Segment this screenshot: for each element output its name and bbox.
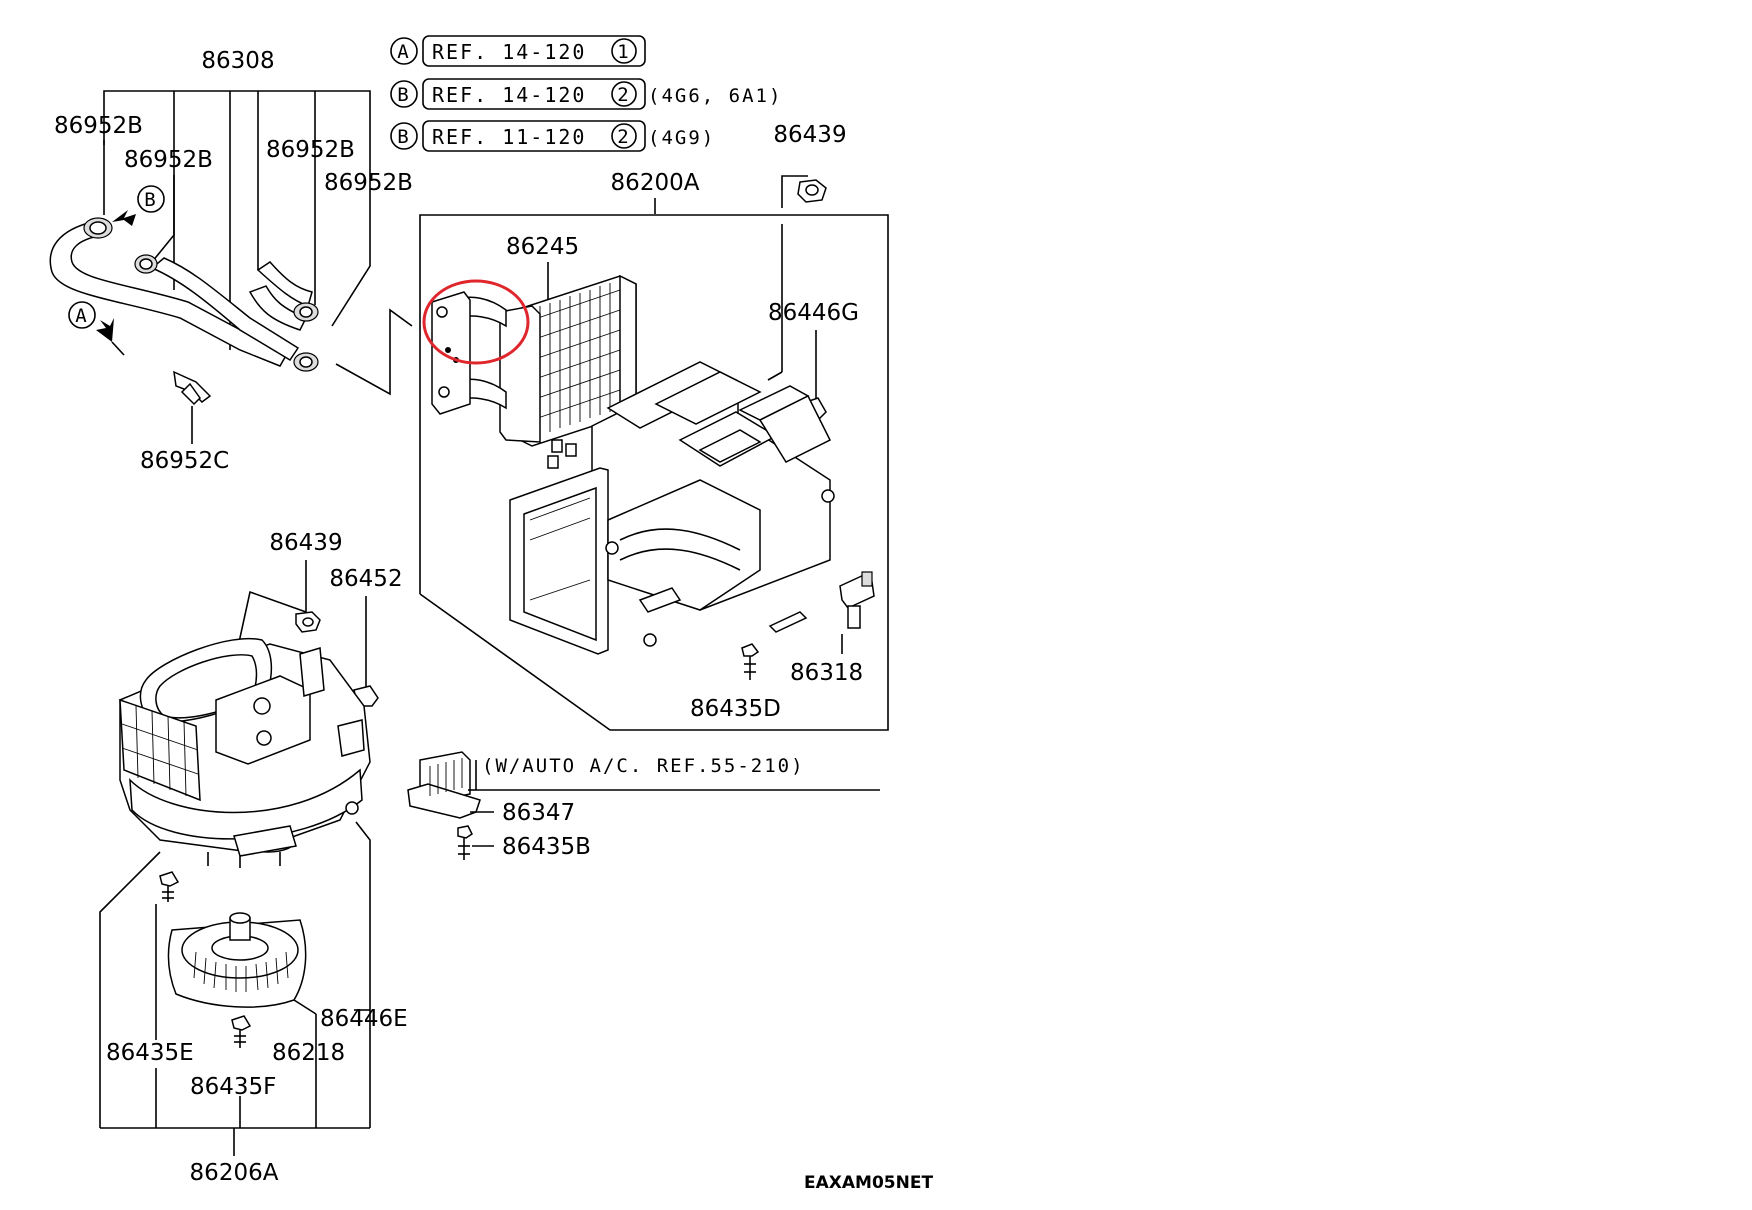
nut-86439 [797,179,827,203]
part-label-86245: 86245 [506,234,579,260]
heater-core [431,274,637,447]
hose-clamp [134,254,158,274]
blower-housing [119,637,371,868]
part-label-86435b: 86435B [502,834,591,860]
part-label-86435d: 86435D [690,696,781,722]
part-label-86439: 86439 [773,122,846,148]
part-label-86435f: 86435F [190,1074,276,1100]
ref-num: 2 [617,126,630,148]
ref-letter: B [397,126,410,148]
ref-text: REF. 11-120 [432,125,586,149]
watermark: EAXAM05NET [804,1173,933,1193]
part-label-86347: 86347 [502,800,575,826]
hose-assembly: 86308 86952B 86952B 86952B 86952B [49,48,413,474]
blower-group: 86439 86452 [99,530,408,1186]
screw-86435e [159,871,180,902]
heater-unit-group: 86200A 86439 86245 [419,122,889,731]
part-label-86206a: 86206A [190,1160,279,1186]
ref-row-1: A REF. 14-120 1 [390,35,646,67]
nut-86439 [295,611,321,633]
sensor-86318 [839,571,875,629]
screw-86435b [457,825,473,860]
part-label-86952b: 86952B [266,137,355,163]
part-label-86952b: 86952B [54,113,143,139]
part-label-86218: 86218 [272,1040,345,1066]
part-label-86439: 86439 [269,530,342,556]
ref-legend: A REF. 14-120 1 B REF. 14-120 2 (4G6, 6A… [390,35,782,152]
ref-letter: B [397,84,410,106]
ref-row-2: B REF. 14-120 2 (4G6, 6A1) [390,78,782,110]
screw-86435f [231,1015,252,1048]
part-label-86452: 86452 [329,566,402,592]
hose-clamp [293,302,319,322]
marker-b: B [144,189,157,211]
arrow-to-a: A [68,301,125,356]
arrow-to-b: B [112,185,165,226]
part-label-86435e: 86435E [106,1040,194,1066]
screw-86435d [741,643,760,680]
hose-clip [173,370,212,406]
hose-clamp [293,352,319,372]
highlight-circle [422,279,530,365]
hose-clamp [83,217,113,239]
ref-row-3: B REF. 11-120 2 (4G9) [390,120,715,152]
part-label-86952c: 86952C [140,448,229,474]
blower-fan-86218 [167,912,307,1008]
ref-letter: A [397,41,410,63]
ref-num: 1 [617,41,630,63]
resistor-group: (W/AUTO A/C. REF.55-210) 86347 86435B [407,751,880,860]
ref-suffix: (4G6, 6A1) [648,85,782,107]
auto-ac-note: (W/AUTO A/C. REF.55-210) [482,755,805,777]
part-label-86200a: 86200A [611,170,700,196]
heater-case [509,361,835,655]
ref-num: 2 [617,84,630,106]
ref-suffix: (4G9) [648,127,715,149]
part-label-86952b: 86952B [324,170,413,196]
marker-a: A [75,305,88,327]
part-label-86308: 86308 [201,48,274,74]
ref-text: REF. 14-120 [432,40,586,64]
part-label-86952b: 86952B [124,147,213,173]
part-label-86318: 86318 [790,660,863,686]
ref-text: REF. 14-120 [432,83,586,107]
resistor-86347 [407,751,481,819]
part-label-86446g: 86446G [768,300,859,326]
